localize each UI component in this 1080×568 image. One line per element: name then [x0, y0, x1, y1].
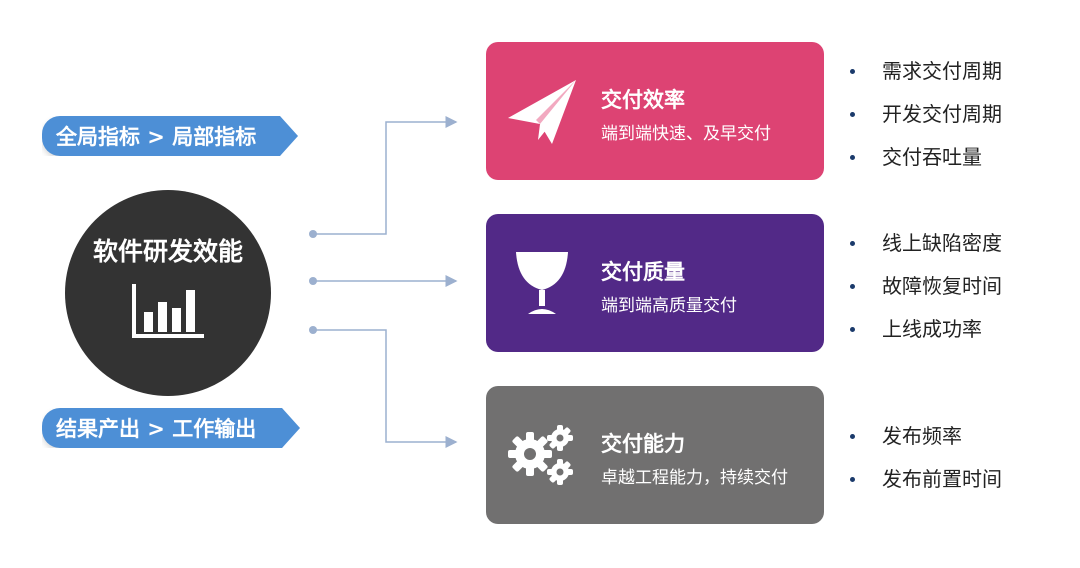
delivery-capability-title: 交付能力 — [601, 432, 685, 456]
delivery-quality-box: 交付质量 端到端高质量交付 — [486, 214, 824, 352]
metric-item: 故障恢复时间 — [850, 271, 1002, 314]
global-metrics-pill: 全局指标 > 局部指标 — [42, 116, 298, 156]
paper-plane-icon — [508, 80, 576, 144]
result-output-pill: 结果产出 > 工作输出 — [42, 408, 300, 448]
connector-capability — [313, 329, 458, 448]
delivery-efficiency-box: 交付效率 端到端快速、及早交付 — [486, 42, 824, 180]
metric-item: 上线成功率 — [850, 314, 1002, 357]
metric-item: 开发交付周期 — [850, 99, 1002, 142]
metric-item: 交付吞吐量 — [850, 142, 1002, 185]
gears-icon — [508, 425, 573, 485]
delivery-efficiency-subtitle: 端到端快速、及早交付 — [601, 124, 771, 144]
efficiency-metrics-list: 需求交付周期 开发交付周期 交付吞吐量 — [850, 56, 1002, 185]
metric-item: 发布前置时间 — [850, 464, 1002, 507]
metric-item: 需求交付周期 — [850, 56, 1002, 99]
delivery-efficiency-title: 交付效率 — [601, 88, 685, 112]
connector-efficiency — [313, 116, 458, 235]
global-metrics-label: 全局指标 > 局部指标 — [56, 125, 257, 149]
capability-metrics-list: 发布频率 发布前置时间 — [850, 421, 1002, 507]
center-circle: 软件研发效能 — [65, 190, 271, 396]
delivery-quality-subtitle: 端到端高质量交付 — [601, 296, 737, 316]
goblet-icon — [516, 252, 568, 314]
metric-item: 发布频率 — [850, 421, 1002, 464]
center-title: 软件研发效能 — [92, 237, 243, 266]
metric-item: 线上缺陷密度 — [850, 228, 1002, 271]
bar-chart-icon — [132, 284, 204, 338]
quality-metrics-list: 线上缺陷密度 故障恢复时间 上线成功率 — [850, 228, 1002, 357]
delivery-capability-subtitle: 卓越工程能力，持续交付 — [601, 468, 788, 488]
delivery-capability-box: 交付能力 卓越工程能力，持续交付 — [486, 386, 824, 524]
delivery-quality-title: 交付质量 — [601, 260, 685, 284]
result-output-label: 结果产出 > 工作输出 — [56, 417, 257, 441]
